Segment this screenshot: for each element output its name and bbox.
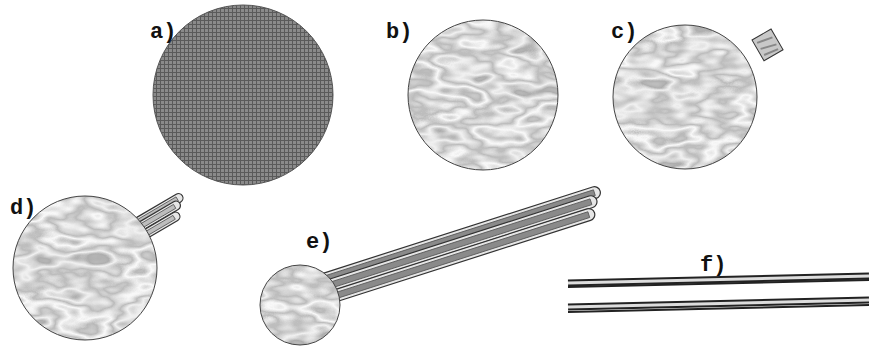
fibres (568, 276, 869, 312)
tube-bundle (317, 185, 608, 305)
tube-bundles (129, 185, 608, 305)
tube (323, 207, 596, 305)
panel-label: e) (306, 232, 332, 254)
protrusion (752, 29, 783, 61)
tube (320, 194, 599, 294)
tube-core (322, 199, 591, 290)
panel-label: d) (10, 198, 36, 220)
panel-label: b) (386, 22, 412, 44)
panel-label: f) (700, 255, 726, 277)
panel-label: c) (611, 22, 637, 44)
tube-core (326, 212, 590, 302)
hatched-disc (153, 5, 333, 185)
panel-label: a) (150, 22, 176, 44)
